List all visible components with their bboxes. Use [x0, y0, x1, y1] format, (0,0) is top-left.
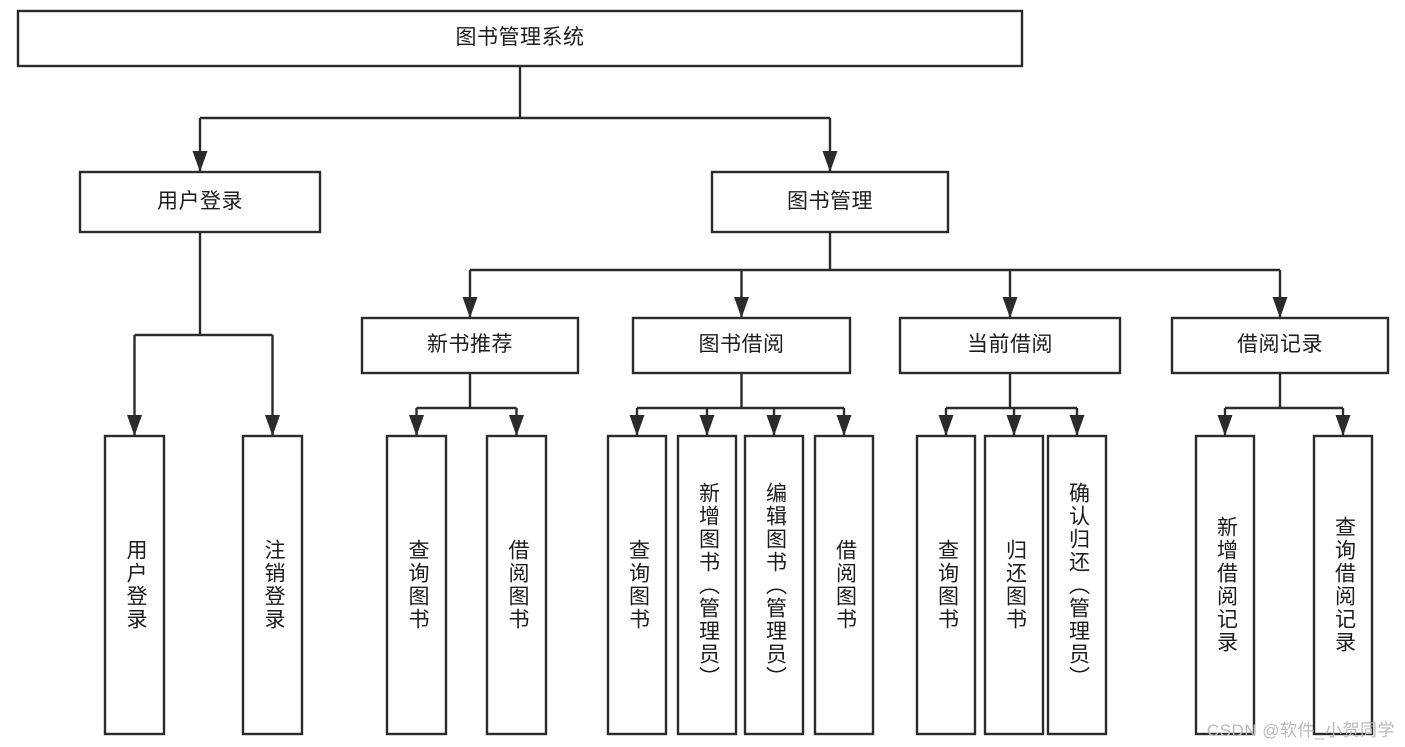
node-box-l1-bookmgmt[interactable]	[710, 170, 950, 234]
arrow-icon-lf-rec-1	[1217, 415, 1233, 436]
arrow-icon-l1-bookmgmt	[822, 151, 838, 172]
arrow-icon-l2-borrow	[734, 297, 749, 318]
node-box-lf-rec-2[interactable]	[1312, 434, 1374, 736]
arrow-icon-lf-bor-4	[836, 415, 852, 436]
arrow-icon-lf-cur-2	[1006, 415, 1022, 436]
node-box-lf-cur-2[interactable]	[983, 434, 1045, 736]
node-box-lf-bor-4[interactable]	[813, 434, 875, 736]
node-box-lf-bor-2[interactable]	[676, 434, 738, 736]
arrow-icon-lf-rec-2	[1335, 415, 1351, 436]
arrow-icon-lf-new-2	[509, 415, 524, 436]
node-box-l2-current[interactable]	[898, 316, 1122, 375]
node-box-layer	[16, 9, 1390, 736]
arrow-icon-lf-new-1	[409, 415, 424, 436]
node-box-l2-borrow[interactable]	[631, 316, 852, 375]
arrow-icon-l2-newbook	[462, 297, 478, 318]
arrow-icon-lf-cur-1	[938, 415, 954, 436]
node-box-lf-cur-3[interactable]	[1046, 434, 1108, 736]
watermark-text: CSDN @软件_小贺同学	[1206, 721, 1395, 740]
node-box-l1-login[interactable]	[78, 170, 322, 234]
arrow-icon-lf-bor-3	[766, 415, 782, 436]
node-box-lf-bor-3[interactable]	[743, 434, 805, 736]
arrow-icon-lf-login-1	[127, 415, 142, 436]
node-box-l2-record[interactable]	[1170, 316, 1390, 375]
arrow-icon-l2-current	[1002, 297, 1018, 318]
arrow-icon-lf-bor-2	[699, 415, 715, 436]
arrow-icon-lf-bor-1	[629, 415, 645, 436]
arrow-icon-l1-login	[192, 151, 208, 172]
node-box-lf-rec-1[interactable]	[1194, 434, 1256, 736]
node-box-lf-new-2[interactable]	[485, 434, 548, 736]
node-box-lf-new-1[interactable]	[385, 434, 448, 736]
arrow-icon-lf-cur-3	[1069, 415, 1085, 436]
arrow-icon-lf-login-2	[265, 415, 280, 436]
connector-layer	[127, 66, 1351, 436]
arrow-icon-l2-record	[1272, 297, 1288, 318]
node-box-root[interactable]	[16, 9, 1024, 68]
node-box-lf-login-1[interactable]	[103, 434, 166, 736]
node-box-lf-login-2[interactable]	[241, 434, 304, 736]
node-box-l2-newbook[interactable]	[360, 316, 580, 375]
node-box-lf-bor-1[interactable]	[606, 434, 668, 736]
node-box-lf-cur-1[interactable]	[915, 434, 977, 736]
